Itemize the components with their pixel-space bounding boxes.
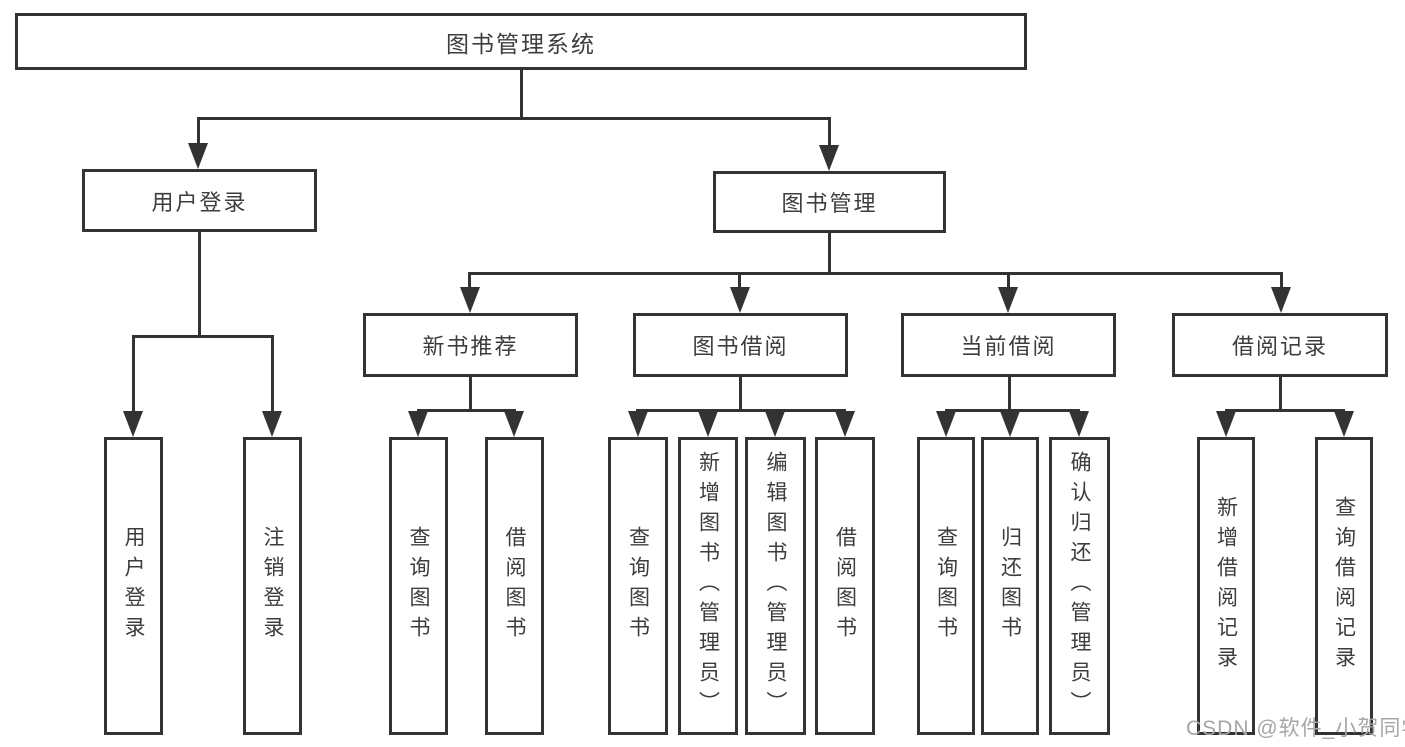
connector-cb-hbar <box>945 409 1080 412</box>
leaf-bb-add-books-admin-label: 新增图书（管理员） <box>696 451 720 721</box>
connector-book-mgmt-shaft <box>828 117 831 147</box>
arrow-to-nb-borrow <box>504 411 524 437</box>
connector-bb-stub <box>739 377 742 411</box>
arrow-to-new-book-recommend <box>460 287 480 313</box>
connector-book-mgmt-hbar <box>468 272 1283 275</box>
arrow-to-br-query <box>1334 411 1354 437</box>
connector-user-login-hbar <box>132 335 274 338</box>
leaf-user-login-label: 用户登录 <box>122 526 145 646</box>
leaf-cb-confirm-return-admin-label: 确认归还（管理员） <box>1068 451 1091 721</box>
leaf-bb-edit-books-admin: 编辑图书（管理员） <box>745 437 806 735</box>
leaf-bb-borrow-books-label: 借阅图书 <box>833 526 857 646</box>
node-book-borrowing: 图书借阅 <box>633 313 848 377</box>
leaf-br-query-record-label: 查询借阅记录 <box>1332 496 1356 676</box>
leaf-nb-query-books-label: 查询图书 <box>407 526 430 646</box>
node-current-borrowing: 当前借阅 <box>901 313 1116 377</box>
arrow-to-user-login <box>188 143 208 169</box>
connector-user-login-shaft <box>197 117 200 145</box>
leaf-bb-query-books-label: 查询图书 <box>626 526 650 646</box>
connector-book-mgmt-stub <box>828 233 831 274</box>
connector-cb-stub <box>1008 377 1011 411</box>
arrow-to-book-management <box>819 145 839 171</box>
connector-br-hbar <box>1225 409 1345 412</box>
node-library-system: 图书管理系统 <box>15 13 1027 70</box>
connector-nb-stub <box>469 377 472 411</box>
leaf-logout: 注销登录 <box>243 437 302 735</box>
node-borrowing-records: 借阅记录 <box>1172 313 1388 377</box>
connector-nb-hbar <box>417 409 516 412</box>
leaf-logout-label: 注销登录 <box>261 526 284 646</box>
leaf-user-login: 用户登录 <box>104 437 163 735</box>
arrow-to-login-leaf <box>123 411 143 437</box>
arrow-to-borrowing-records <box>1271 287 1291 313</box>
connector-borrowing-shaft <box>738 272 741 289</box>
leaf-nb-query-books: 查询图书 <box>389 437 448 735</box>
leaf-br-add-record-label: 新增借阅记录 <box>1214 496 1238 676</box>
leaf-bb-query-books: 查询图书 <box>608 437 668 735</box>
connector-root-stub <box>520 70 523 119</box>
connector-records-shaft <box>1280 272 1283 289</box>
leaf-bb-edit-books-admin-label: 编辑图书（管理员） <box>764 451 787 721</box>
node-new-book-recommend: 新书推荐 <box>363 313 578 377</box>
connector-current-shaft <box>1007 272 1010 289</box>
leaf-br-add-record: 新增借阅记录 <box>1197 437 1255 735</box>
leaf-cb-return-books: 归还图书 <box>981 437 1039 735</box>
arrow-to-cb-confirm <box>1069 411 1089 437</box>
connector-login-leaf-shaft <box>132 335 135 413</box>
leaf-bb-add-books-admin: 新增图书（管理员） <box>678 437 738 735</box>
arrow-to-logout-leaf <box>262 411 282 437</box>
node-user-login: 用户登录 <box>82 169 317 232</box>
leaf-nb-borrow-books-label: 借阅图书 <box>503 526 526 646</box>
connector-user-login-stub <box>198 232 201 337</box>
connector-logout-leaf-shaft <box>271 335 274 413</box>
arrow-to-cb-return <box>1000 411 1020 437</box>
arrow-to-bb-add <box>698 411 718 437</box>
arrow-to-nb-query <box>408 411 428 437</box>
leaf-cb-confirm-return-admin: 确认归还（管理员） <box>1049 437 1110 735</box>
node-book-management: 图书管理 <box>713 171 946 233</box>
arrow-to-current-borrowing <box>998 287 1018 313</box>
leaf-bb-borrow-books: 借阅图书 <box>815 437 875 735</box>
leaf-cb-return-books-label: 归还图书 <box>998 526 1022 646</box>
leaf-cb-query-books-label: 查询图书 <box>934 526 958 646</box>
connector-new-book-shaft <box>468 272 471 289</box>
leaf-nb-borrow-books: 借阅图书 <box>485 437 544 735</box>
connector-root-hbar <box>197 117 831 120</box>
leaf-cb-query-books: 查询图书 <box>917 437 975 735</box>
arrow-to-book-borrowing <box>730 287 750 313</box>
watermark-csdn: CSDN @软件_小贺同学 <box>1186 717 1405 740</box>
connector-br-stub <box>1279 377 1282 411</box>
connector-bb-hbar <box>636 409 846 412</box>
leaf-br-query-record: 查询借阅记录 <box>1315 437 1373 735</box>
arrow-to-cb-query <box>936 411 956 437</box>
arrow-to-bb-query <box>628 411 648 437</box>
arrow-to-br-add <box>1216 411 1236 437</box>
arrow-to-bb-edit <box>765 411 785 437</box>
arrow-to-bb-borrow <box>835 411 855 437</box>
